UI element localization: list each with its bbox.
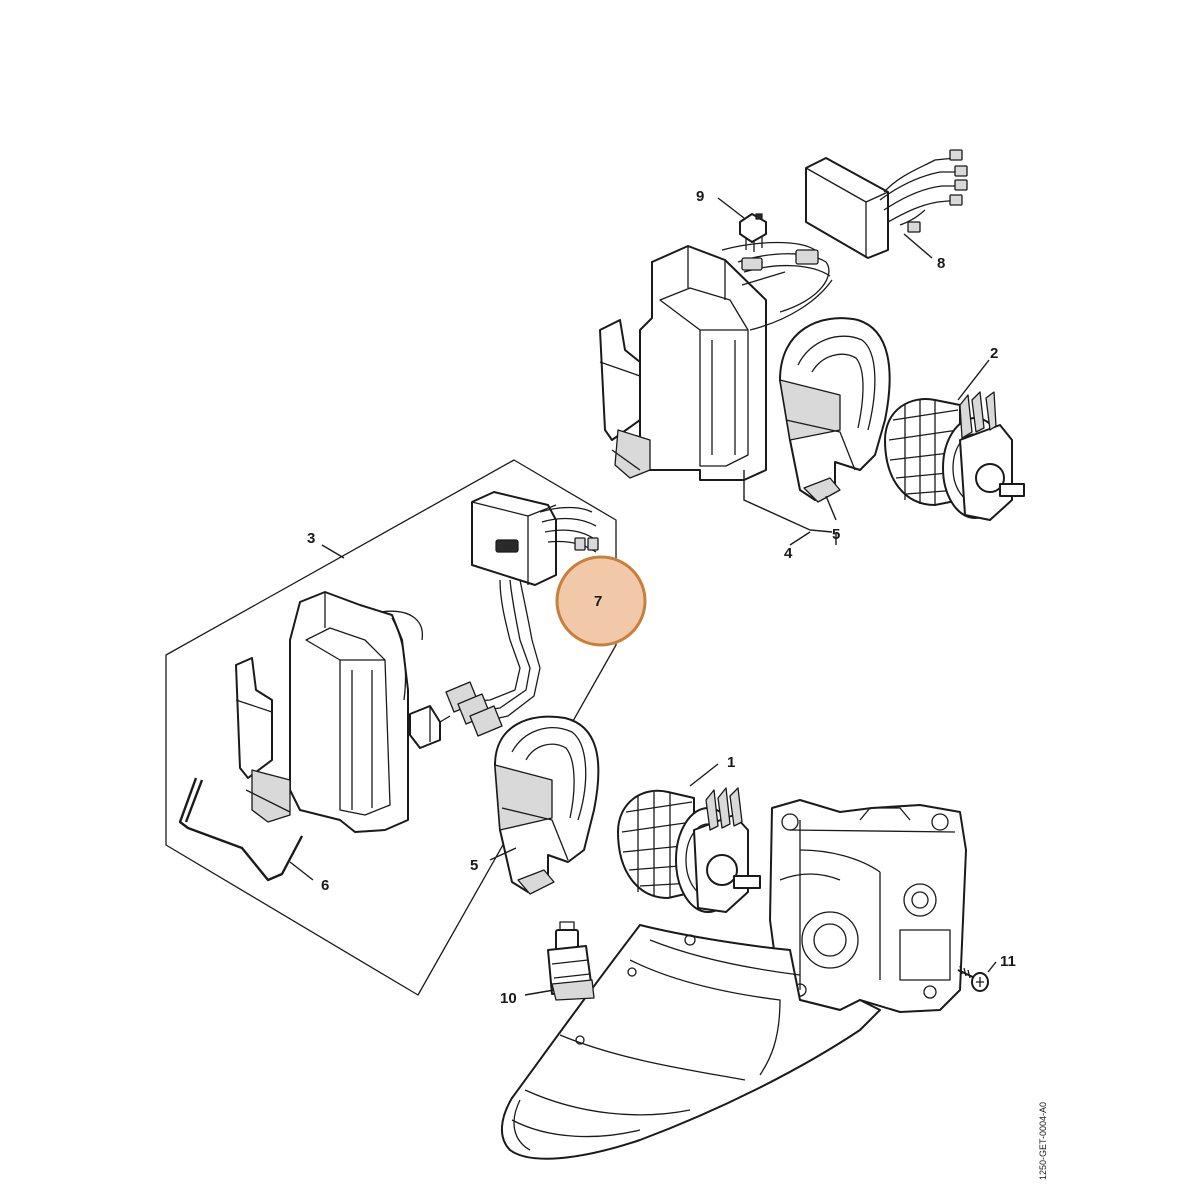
callout-11: 11 [1000,953,1016,970]
callout-3: 3 [307,530,315,547]
callout-1: 1 [727,754,735,771]
upper-electric-motor [884,391,1025,521]
callout-7: 7 [594,593,602,610]
lower-electric-motor [617,787,761,913]
kit-control-housing [235,591,423,833]
callout-9: 9 [696,188,704,205]
leader-lines [289,197,997,996]
wiring-harness [409,491,599,749]
callout-8: 8 [937,255,945,272]
callout-5-lower: 5 [470,857,478,874]
microswitch [739,213,767,252]
kit-fan-shroud [494,715,600,895]
trigger-switch [547,921,595,1001]
motor-housing [769,799,967,1013]
callout-10: 10 [500,990,517,1007]
document-code: 1250-GET-0004-A0 [1038,1102,1048,1180]
highlight-circle-7 [555,555,647,647]
callout-5-upper: 5 [832,526,840,543]
upper-fan-shroud [779,317,891,503]
electronic-module [805,149,968,259]
screw [957,965,989,992]
upper-control-housing [599,241,833,481]
handle-shell [501,924,881,1160]
kit-boundary-outline [165,459,617,996]
callout-6: 6 [321,877,329,894]
spring-wire [178,777,304,882]
callout-4: 4 [784,545,793,562]
callout-2: 2 [990,345,998,362]
